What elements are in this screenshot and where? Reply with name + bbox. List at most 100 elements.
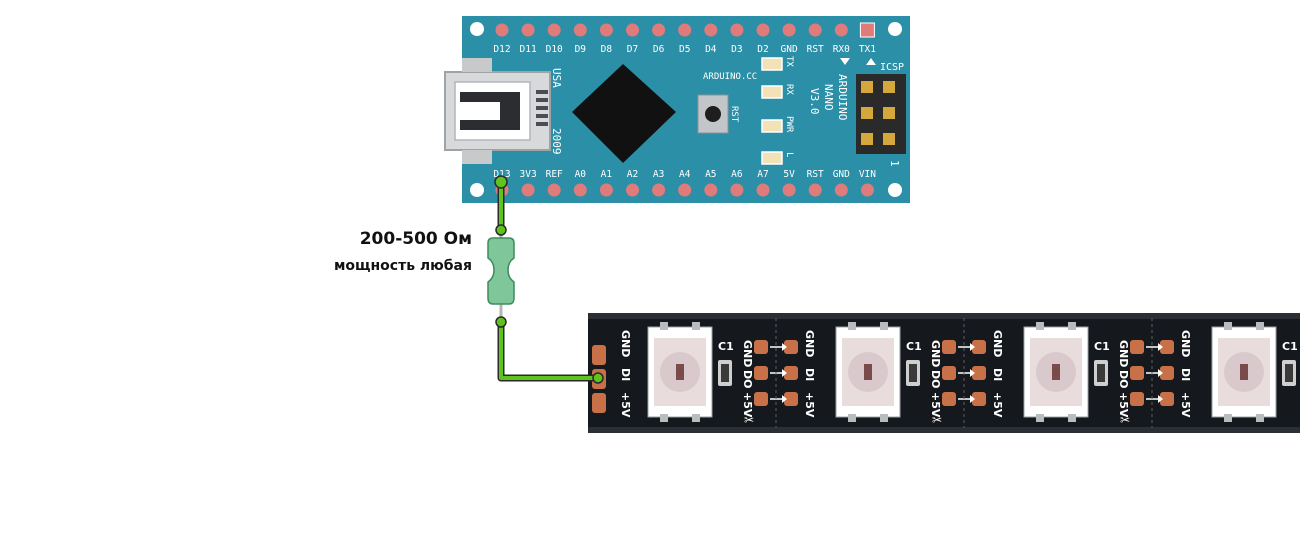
wiring: 200-500 Ом мощность любая xyxy=(334,175,604,384)
capacitor-body xyxy=(909,364,917,382)
strip-edge-bottom xyxy=(588,427,1300,433)
arrow-icon xyxy=(970,395,975,403)
cut-pad xyxy=(942,392,956,406)
resistor xyxy=(487,224,515,328)
icsp-header: ICSP 1 xyxy=(856,62,906,167)
led-leg xyxy=(1256,322,1264,330)
icsp-pin xyxy=(861,107,873,119)
usb-pin-1 xyxy=(536,90,548,94)
resistor-power-label: мощность любая xyxy=(334,258,472,274)
icsp-pin xyxy=(861,133,873,145)
led-leg xyxy=(848,322,856,330)
capacitor-body xyxy=(1285,364,1293,382)
scissors-icon: ✂ xyxy=(1120,413,1130,427)
rst-label: RST xyxy=(729,106,739,123)
bottom-pin-label: A6 xyxy=(731,169,743,180)
top-pin-label: D11 xyxy=(520,44,537,55)
top-pin-label: GND xyxy=(781,44,798,55)
status-leds: TX RX PWR L xyxy=(761,56,794,165)
pad-label-gnd: GND xyxy=(619,330,632,357)
resistor-lead-top xyxy=(495,224,507,236)
bottom-pin-label: 3V3 xyxy=(520,169,537,180)
led-leg xyxy=(660,414,668,422)
led-label-pwr: PWR xyxy=(784,116,794,133)
led-label-l: L xyxy=(784,152,794,157)
icsp-pin1-label: 1 xyxy=(888,160,901,167)
out-pad-label-5v: +5V xyxy=(1117,392,1130,418)
top-pin-square-tx1 xyxy=(859,22,875,38)
bottom-pin-label: D13 xyxy=(493,169,510,180)
arrow-icon xyxy=(1158,395,1163,403)
led-label-rx: RX xyxy=(784,84,794,95)
led-die xyxy=(676,364,684,380)
next-pad-label-5v: +5V xyxy=(991,392,1004,418)
bottom-pin-a6 xyxy=(730,183,744,197)
arduino-nano-board: USA 2009 RST ARDUINO.CC TX RX PWR L ARDU… xyxy=(444,16,910,203)
out-pad-label-5v: +5V xyxy=(929,392,942,418)
out-pad-label-gnd: GND xyxy=(1117,340,1130,367)
top-pin-label: D10 xyxy=(546,44,563,55)
bottom-pin-a3 xyxy=(652,183,666,197)
arrow-icon xyxy=(782,369,787,377)
led-leg xyxy=(1224,414,1232,422)
cut-pad xyxy=(1130,366,1144,380)
top-pin-d2 xyxy=(756,23,770,37)
wire-end-d13 xyxy=(494,175,508,189)
cap-label: C1 xyxy=(1282,340,1298,353)
top-pin-d7 xyxy=(626,23,639,37)
cut-pad xyxy=(972,392,986,406)
icsp-pin xyxy=(883,133,895,145)
capacitor-body xyxy=(1097,364,1105,382)
arrow-icon xyxy=(1158,369,1163,377)
usb-tab-top xyxy=(462,58,492,72)
next-pad-label-gnd: GND xyxy=(1179,330,1192,357)
next-pad-label-di: DI xyxy=(991,368,1004,381)
cap-label: C1 xyxy=(718,340,734,353)
bottom-pin-label: A7 xyxy=(757,169,768,180)
cut-pad xyxy=(754,340,768,354)
microcontroller-chip xyxy=(572,64,676,163)
bottom-pin-label: VIN xyxy=(859,169,876,180)
out-pad-label-gnd: GND xyxy=(929,340,942,367)
led-tx xyxy=(761,57,783,71)
top-pin-d5 xyxy=(678,23,692,37)
mount-hole-br xyxy=(888,183,902,197)
mount-hole-bl xyxy=(470,183,484,197)
cut-pad xyxy=(942,340,956,354)
top-pin-label: D6 xyxy=(653,44,665,55)
cap-label: C1 xyxy=(1094,340,1110,353)
cut-pad xyxy=(784,366,798,380)
mount-hole-tr xyxy=(888,22,902,36)
arrow-icon xyxy=(970,369,975,377)
pad-label-5v: +5V xyxy=(619,392,632,418)
model-line-3: V3.0 xyxy=(808,88,821,115)
bottom-pin-vin xyxy=(860,183,874,197)
wire-strip-outline xyxy=(497,318,602,382)
reset-button-cap xyxy=(705,106,721,122)
cut-pad xyxy=(1160,366,1174,380)
top-pin-label: D4 xyxy=(705,44,717,55)
top-pin-d3 xyxy=(730,23,744,37)
bottom-pin-label: A4 xyxy=(679,169,691,180)
next-pad-label-di: DI xyxy=(1179,368,1192,381)
top-pin-label: RST xyxy=(807,44,824,55)
cut-pad xyxy=(1160,392,1174,406)
top-pin-d9 xyxy=(573,23,587,37)
tx-arrow-icon xyxy=(866,58,876,65)
top-pin-rx0 xyxy=(834,23,848,37)
bottom-pin-a1 xyxy=(599,183,613,197)
led-die xyxy=(864,364,872,380)
usb-tab-bottom xyxy=(462,150,492,164)
site-text: ARDUINO.CC xyxy=(703,72,757,82)
led-pwr xyxy=(761,119,783,133)
out-pad-label-5v: +5V xyxy=(741,392,754,418)
bottom-pin-a2 xyxy=(626,183,639,197)
scissors-icon: ✂ xyxy=(744,413,754,427)
led-l xyxy=(761,151,783,165)
bottom-pin-label: GND xyxy=(833,169,850,180)
